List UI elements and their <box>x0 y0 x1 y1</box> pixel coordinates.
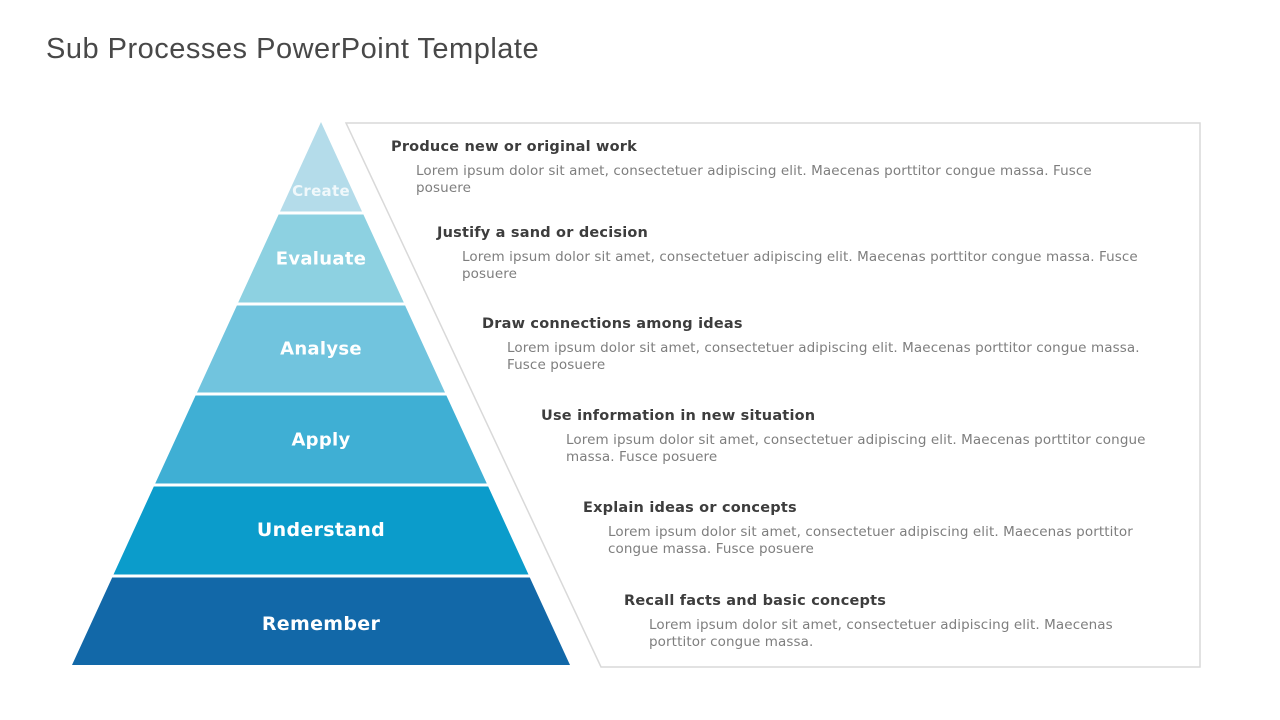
block-heading: Explain ideas or concepts <box>583 500 797 516</box>
block-heading: Justify a sand or decision <box>437 225 649 241</box>
pyramid-label-understand: Understand <box>256 519 386 541</box>
description-block-remember: Recall facts and basic concepts Lorem ip… <box>624 593 1164 651</box>
pyramid-label-remember: Remember <box>261 613 381 635</box>
block-body: Lorem ipsum dolor sit amet, consectetuer… <box>462 249 1138 282</box>
pyramid-level-understand <box>113 486 529 575</box>
block-heading: Recall facts and basic concepts <box>624 593 887 609</box>
description-block-analyse: Draw connections among ideas Lorem ipsum… <box>482 316 1172 374</box>
pyramid-level-analyse <box>197 305 445 393</box>
pyramid-label-analyse: Analyse <box>280 338 362 360</box>
pyramid-level-create <box>280 122 362 212</box>
pyramid-level-remember <box>72 577 570 665</box>
block-heading: Use information in new situation <box>541 408 816 424</box>
block-body: Lorem ipsum dolor sit amet, consectetuer… <box>608 524 1133 557</box>
block-heading: Produce new or original work <box>391 139 637 155</box>
pyramid-level-evaluate <box>238 214 404 303</box>
description-block-evaluate: Justify a sand or decision Lorem ipsum d… <box>437 225 1167 283</box>
description-block-apply: Use information in new situation Lorem i… <box>541 408 1181 466</box>
description-panel <box>344 122 1201 668</box>
pyramid-label-evaluate: Evaluate <box>275 248 367 270</box>
block-body: Lorem ipsum dolor sit amet, consectetuer… <box>507 340 1140 373</box>
pyramid-label-create: Create <box>292 182 350 200</box>
block-body: Lorem ipsum dolor sit amet, consectetuer… <box>566 432 1146 465</box>
description-block-create: Produce new or original work Lorem ipsum… <box>391 139 1115 197</box>
page-title: Sub Processes PowerPoint Template <box>46 33 540 65</box>
pyramid-label-apply: Apply <box>291 429 351 451</box>
description-block-understand: Explain ideas or concepts Lorem ipsum do… <box>583 500 1173 558</box>
block-body: Lorem ipsum dolor sit amet, consectetuer… <box>416 163 1092 196</box>
block-body: Lorem ipsum dolor sit amet, consectetuer… <box>649 617 1113 650</box>
block-heading: Draw connections among ideas <box>482 316 743 332</box>
pyramid-level-apply <box>155 395 487 484</box>
